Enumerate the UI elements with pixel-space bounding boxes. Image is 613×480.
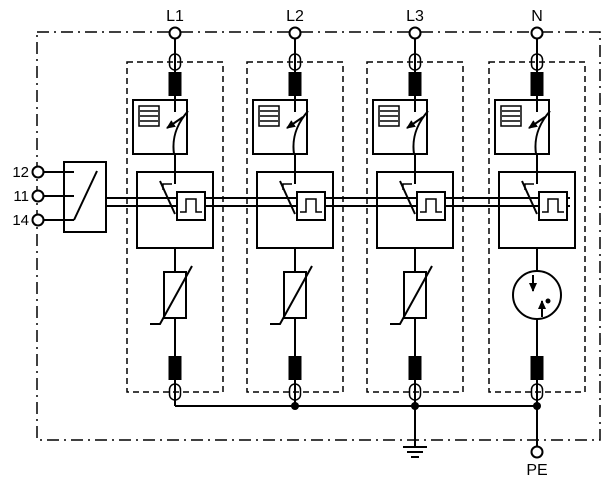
switch-contact-icon bbox=[159, 180, 176, 215]
phase-module-l3 bbox=[366, 26, 464, 406]
thermal-element-icon bbox=[378, 105, 400, 127]
label-11: 11 bbox=[13, 188, 29, 205]
varistor-icon bbox=[270, 265, 313, 325]
contact-blade bbox=[172, 110, 189, 155]
trip-arrow-icon bbox=[406, 116, 424, 129]
varistor-stroke bbox=[150, 265, 193, 325]
contact-blade bbox=[292, 110, 309, 155]
label-pe: PE bbox=[526, 462, 547, 479]
pulse-icon bbox=[420, 198, 442, 213]
thermal-element-icon bbox=[258, 105, 280, 127]
label-n: N bbox=[531, 8, 543, 25]
screw-terminal-block bbox=[168, 72, 182, 96]
disconnector-box bbox=[372, 99, 428, 155]
device-enclosure-border bbox=[36, 31, 601, 441]
label-l1: L1 bbox=[166, 8, 184, 25]
earth-ground-icon bbox=[403, 446, 427, 458]
screw-terminal-block bbox=[168, 356, 182, 380]
disconnect-switch-n bbox=[521, 172, 568, 221]
pulse-icon bbox=[542, 198, 564, 213]
label-l3: L3 bbox=[406, 8, 424, 25]
pulse-icon bbox=[300, 198, 322, 213]
thermal-disconnector-icon bbox=[252, 99, 309, 155]
disconnect-switch-l1 bbox=[159, 172, 206, 221]
indicator-square bbox=[296, 191, 326, 221]
varistor-icon bbox=[150, 265, 193, 325]
trip-arrow-icon bbox=[286, 116, 304, 129]
spark-gap-dot bbox=[545, 298, 551, 304]
pe-bus bbox=[175, 402, 544, 459]
screw-terminal-block bbox=[288, 72, 302, 96]
junction-dot bbox=[291, 402, 299, 410]
disconnector-box bbox=[494, 99, 550, 155]
thermal-element-icon bbox=[500, 105, 522, 127]
screw-terminal-block bbox=[530, 72, 544, 96]
varistor-icon bbox=[390, 265, 433, 325]
contact-terminal-circle bbox=[31, 165, 45, 179]
indicator-square bbox=[538, 191, 568, 221]
pulse-icon bbox=[180, 198, 202, 213]
pe-terminal-circle bbox=[530, 445, 544, 459]
label-l2: L2 bbox=[286, 8, 304, 25]
varistor-stroke bbox=[270, 265, 313, 325]
contact-terminal-circle bbox=[31, 213, 45, 227]
trip-arrow-icon bbox=[528, 116, 546, 129]
disconnect-switch-l2 bbox=[279, 172, 326, 221]
phase-terminal-circle bbox=[168, 26, 182, 40]
screw-terminal-block bbox=[288, 356, 302, 380]
phase-module-l1 bbox=[126, 26, 224, 406]
phase-terminal-circle bbox=[288, 26, 302, 40]
label-14: 14 bbox=[12, 212, 29, 229]
thermal-disconnector-icon bbox=[494, 99, 551, 155]
thermal-disconnector-icon bbox=[372, 99, 429, 155]
thermal-element-icon bbox=[138, 105, 160, 127]
indicator-square bbox=[176, 191, 206, 221]
spark-gap-icon bbox=[512, 270, 562, 320]
contact-blade bbox=[73, 170, 98, 221]
contact-terminal-circle bbox=[31, 189, 45, 203]
spark-gap-body bbox=[512, 270, 562, 320]
switch-contact-icon bbox=[279, 180, 296, 215]
screw-terminal-block bbox=[530, 356, 544, 380]
screw-terminal-block bbox=[408, 72, 422, 96]
switch-contact-icon bbox=[399, 180, 416, 215]
neutral-terminal-circle bbox=[530, 26, 544, 40]
label-12: 12 bbox=[12, 164, 29, 181]
status-indicator-box bbox=[136, 171, 214, 249]
indicator-square bbox=[416, 191, 446, 221]
disconnect-switch-l3 bbox=[399, 172, 446, 221]
disconnector-box bbox=[132, 99, 188, 155]
screw-terminal-block bbox=[408, 356, 422, 380]
trip-arrow-icon bbox=[166, 116, 184, 129]
disconnector-box bbox=[252, 99, 308, 155]
contact-blade bbox=[412, 110, 429, 155]
thermal-disconnector-icon bbox=[132, 99, 189, 155]
remote-signalling-contact bbox=[31, 161, 107, 233]
neutral-module bbox=[488, 26, 586, 406]
switch-contact-icon bbox=[521, 180, 538, 215]
contact-blade bbox=[534, 110, 551, 155]
varistor-stroke bbox=[390, 265, 433, 325]
phase-terminal-circle bbox=[408, 26, 422, 40]
phase-module-l2 bbox=[246, 26, 344, 406]
changeover-switch-icon bbox=[64, 170, 98, 221]
